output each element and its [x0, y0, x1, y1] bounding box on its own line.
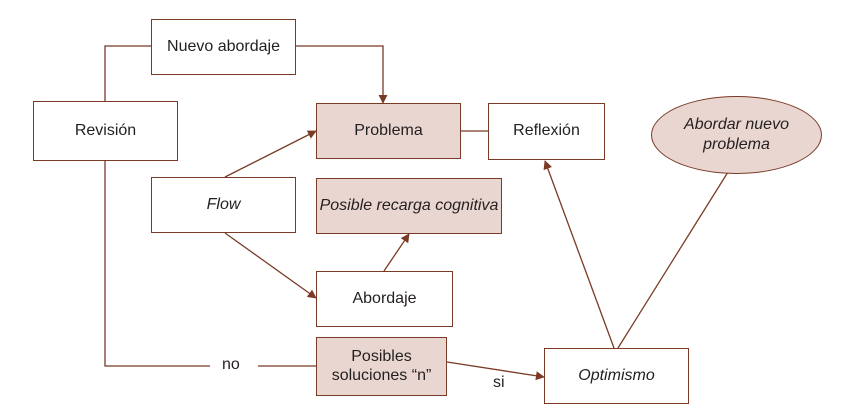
- node-posibles-soluciones-line1: Posibles: [351, 348, 412, 366]
- node-abordar-nuevo-problema: Abordar nuevo problema: [651, 96, 822, 174]
- node-flow: Flow: [151, 177, 296, 233]
- edge-flow-to-abordaje: [224, 232, 317, 299]
- node-abordar-nuevo-line1: Abordar nuevo: [684, 116, 789, 133]
- node-posibles-soluciones-line2: soluciones “n”: [331, 366, 432, 384]
- node-revision: Revisión: [33, 101, 178, 161]
- node-nuevo-abordaje-label: Nuevo abordaje: [167, 37, 280, 55]
- node-posibles-soluciones: Posibles soluciones “n”: [316, 337, 447, 396]
- edge-flow-to-problema: [224, 130, 317, 178]
- node-reflexion-label: Reflexión: [513, 122, 580, 140]
- edge-optimismo-to-abordar-nuevo: [617, 163, 734, 349]
- edge-revision-to-nuevo-abordaje: [104, 45, 151, 101]
- edge-label-no: no: [220, 356, 242, 374]
- edge-optimismo-to-reflexion: [543, 160, 615, 349]
- node-abordaje-label: Abordaje: [352, 289, 417, 307]
- node-reflexion: Reflexión: [488, 103, 605, 160]
- node-problema-label: Problema: [354, 121, 423, 139]
- edge-revision-to-no: [104, 161, 210, 367]
- edge-soluciones-to-optimismo: [446, 361, 545, 381]
- node-flow-label: Flow: [206, 195, 241, 213]
- node-optimismo-label: Optimismo: [578, 366, 655, 384]
- node-nuevo-abordaje: Nuevo abordaje: [151, 19, 296, 75]
- node-problema: Problema: [316, 103, 461, 159]
- node-posible-recarga-label: Posible recarga cognitiva: [319, 196, 499, 214]
- node-abordaje: Abordaje: [316, 271, 453, 327]
- node-revision-label: Revisión: [74, 121, 137, 139]
- edge-nuevo-abordaje-to-problema: [296, 45, 388, 104]
- node-abordar-nuevo-line2: problema: [703, 136, 770, 153]
- edge-abordaje-to-recarga: [383, 233, 410, 272]
- node-posible-recarga-cognitiva: Posible recarga cognitiva: [316, 178, 502, 234]
- edge-label-si: si: [491, 374, 507, 392]
- node-optimismo: Optimismo: [544, 348, 689, 404]
